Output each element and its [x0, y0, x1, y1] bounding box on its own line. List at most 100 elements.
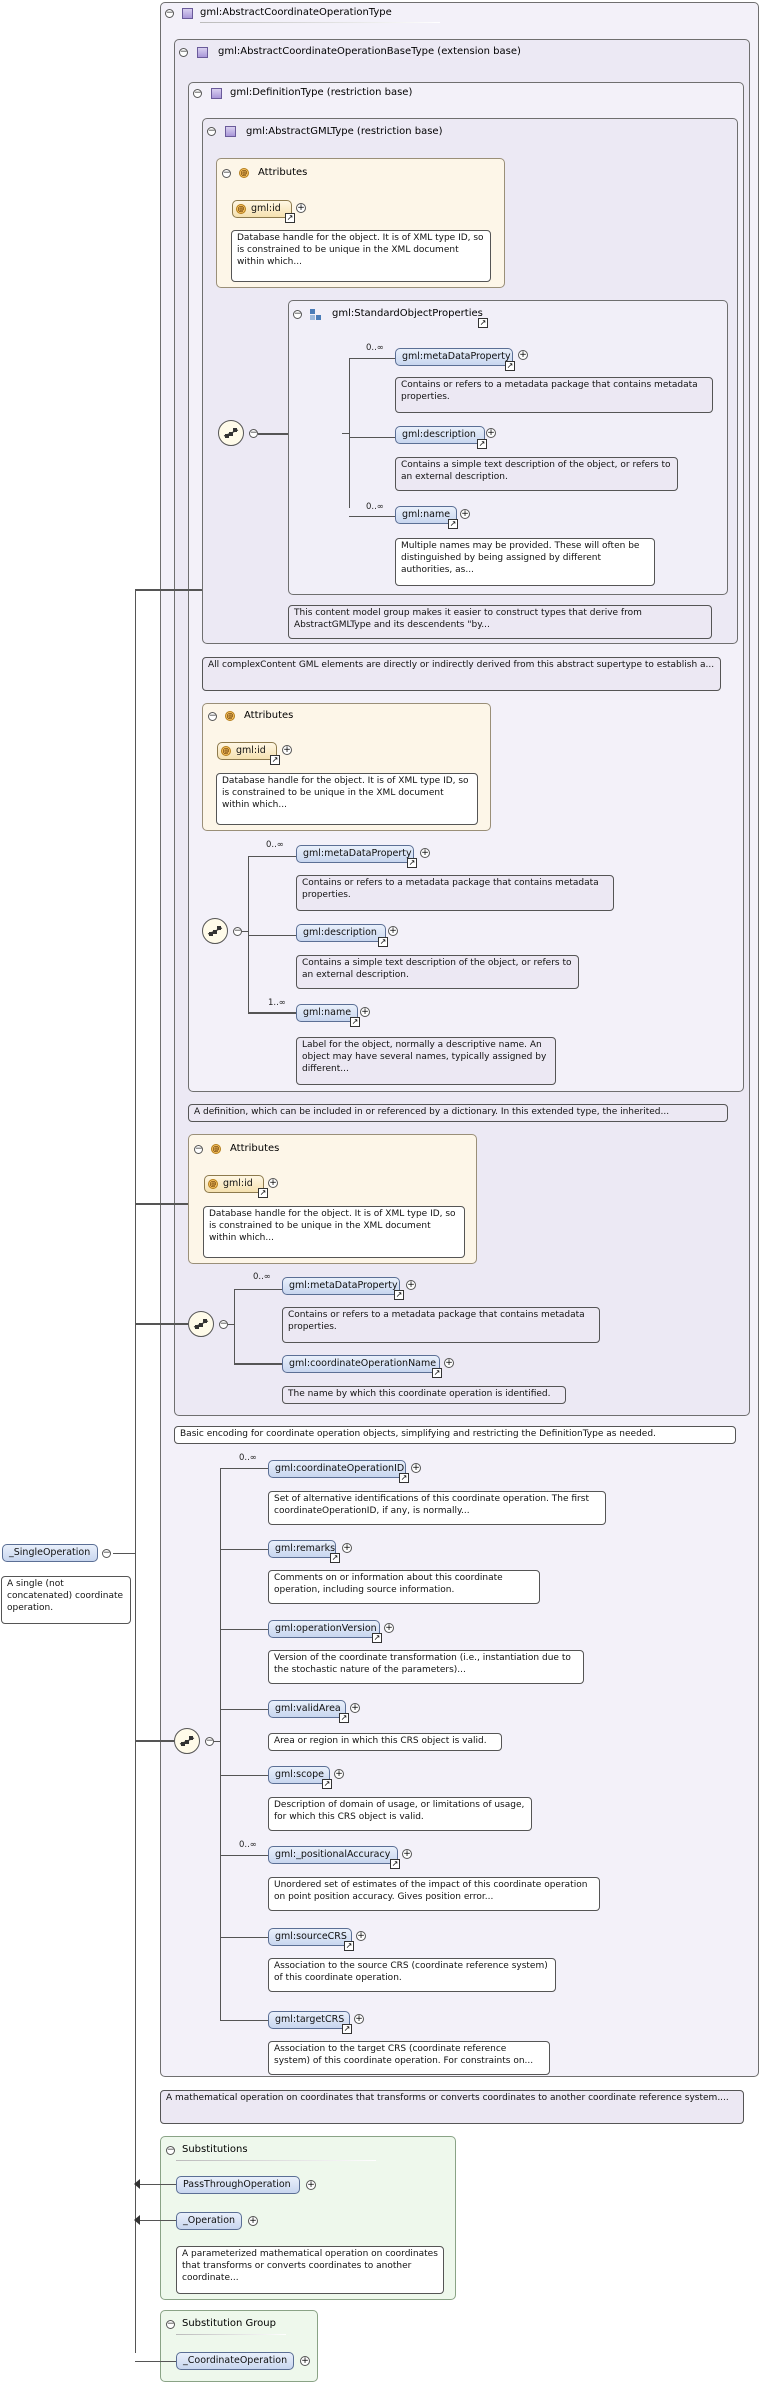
element-meta-data-property[interactable]: gml:metaDataProperty	[395, 348, 513, 366]
expand-plus-icon[interactable]: +	[334, 1769, 344, 1779]
element-valid-area[interactable]: gml:validArea	[268, 1700, 346, 1718]
meta-data-property-doc: Contains or refers to a metadata package…	[395, 377, 713, 413]
link-arrow-icon[interactable]: ↗	[285, 213, 295, 223]
gml-id-attribute[interactable]: @gml:id	[204, 1175, 264, 1193]
expand-plus-icon[interactable]: +	[306, 2180, 316, 2190]
connector	[342, 433, 349, 434]
element-coordinate-operation-id[interactable]: gml:coordinateOperationID	[268, 1460, 406, 1478]
collapse-toggle-icon[interactable]: −	[205, 1736, 214, 1746]
element-name[interactable]: gml:name	[395, 506, 457, 524]
connector	[220, 1468, 268, 1469]
arrow-left-icon	[134, 2179, 140, 2189]
element-meta-data-property[interactable]: gml:metaDataProperty	[282, 1277, 400, 1295]
expand-plus-icon[interactable]: +	[402, 1849, 412, 1859]
gml-id-attribute[interactable]: @gml:id	[232, 200, 292, 218]
element-coordinate-operation-name[interactable]: gml:coordinateOperationName	[282, 1355, 440, 1373]
expand-plus-icon[interactable]: +	[384, 1623, 394, 1633]
expand-plus-icon[interactable]: +	[282, 745, 292, 755]
element-meta-data-property[interactable]: gml:metaDataProperty	[296, 845, 414, 863]
link-arrow-icon[interactable]: ↗	[322, 1779, 332, 1789]
expand-plus-icon[interactable]: +	[518, 350, 528, 360]
collapse-toggle-icon[interactable]: −	[166, 2145, 175, 2155]
expand-plus-icon[interactable]: +	[406, 1280, 416, 1290]
collapse-toggle-icon[interactable]: −	[194, 1144, 203, 1154]
element-target-crs[interactable]: gml:targetCRS	[268, 2011, 350, 2029]
collapse-toggle-icon[interactable]: −	[193, 88, 202, 98]
expand-plus-icon[interactable]: +	[300, 2356, 310, 2366]
attribute-icon: @	[221, 746, 231, 756]
expand-plus-icon[interactable]: +	[342, 1543, 352, 1553]
link-arrow-icon[interactable]: ↗	[432, 1368, 442, 1378]
link-arrow-icon[interactable]: ↗	[270, 755, 280, 765]
expand-plus-icon[interactable]: +	[460, 509, 470, 519]
expand-plus-icon[interactable]: +	[444, 1358, 454, 1368]
collapse-toggle-icon[interactable]: −	[233, 926, 242, 936]
link-arrow-icon[interactable]: ↗	[505, 361, 515, 371]
collapse-toggle-icon[interactable]: −	[293, 309, 302, 319]
collapse-toggle-icon[interactable]: −	[222, 168, 231, 178]
element-source-crs[interactable]: gml:sourceCRS	[268, 1928, 352, 1946]
meta-data-property-doc: Contains or refers to a metadata package…	[282, 1307, 600, 1343]
complex-content-doc: All complexContent GML elements are dire…	[202, 657, 721, 691]
link-arrow-icon[interactable]: ↗	[378, 937, 388, 947]
link-arrow-icon[interactable]: ↗	[399, 1473, 409, 1483]
link-arrow-icon[interactable]: ↗	[478, 318, 488, 328]
link-arrow-icon[interactable]: ↗	[448, 519, 458, 529]
expand-plus-icon[interactable]: +	[486, 428, 496, 438]
link-arrow-icon[interactable]: ↗	[394, 1290, 404, 1300]
sequence-compositor-icon[interactable]	[188, 1311, 214, 1337]
link-arrow-icon[interactable]: ↗	[258, 1188, 268, 1198]
expand-plus-icon[interactable]: +	[388, 926, 398, 936]
collapse-toggle-icon[interactable]: −	[166, 2319, 175, 2329]
collapse-toggle-icon[interactable]: −	[207, 126, 216, 136]
collapse-toggle-icon[interactable]: −	[219, 1319, 228, 1329]
expand-plus-icon[interactable]: +	[248, 2216, 258, 2226]
expand-plus-icon[interactable]: +	[360, 1007, 370, 1017]
link-arrow-icon[interactable]: ↗	[390, 1859, 400, 1869]
gml-id-label: gml:id	[223, 1178, 253, 1189]
link-arrow-icon[interactable]: ↗	[330, 1553, 340, 1563]
element-operation[interactable]: _Operation	[176, 2212, 242, 2230]
connector	[220, 2020, 268, 2021]
collapse-toggle-icon[interactable]: −	[102, 1548, 111, 1558]
connector	[135, 1323, 188, 1325]
element-single-operation[interactable]: _SingleOperation	[2, 1544, 98, 1562]
expand-plus-icon[interactable]: +	[411, 1463, 421, 1473]
name-doc: Multiple names may be provided. These wi…	[395, 538, 655, 586]
expand-plus-icon[interactable]: +	[420, 848, 430, 858]
occurrence-label: 0..∞	[239, 1453, 257, 1463]
element-scope[interactable]: gml:scope	[268, 1766, 330, 1784]
link-arrow-icon[interactable]: ↗	[372, 1633, 382, 1643]
element-name[interactable]: gml:name	[296, 1004, 358, 1022]
link-arrow-icon[interactable]: ↗	[344, 1941, 354, 1951]
element-pass-through-operation[interactable]: PassThroughOperation	[176, 2176, 300, 2194]
expand-plus-icon[interactable]: +	[268, 1178, 278, 1188]
link-arrow-icon[interactable]: ↗	[339, 1713, 349, 1723]
sequence-compositor-icon[interactable]	[202, 918, 228, 944]
expand-plus-icon[interactable]: +	[296, 203, 306, 213]
element-description[interactable]: gml:description	[395, 426, 485, 444]
expand-plus-icon[interactable]: +	[350, 1703, 360, 1713]
link-arrow-icon[interactable]: ↗	[407, 858, 417, 868]
name-doc: Label for the object, normally a descrip…	[296, 1037, 556, 1085]
element-operation-version[interactable]: gml:operationVersion	[268, 1620, 380, 1638]
element-positional-accuracy[interactable]: gml:_positionalAccuracy	[268, 1846, 398, 1864]
collapse-toggle-icon[interactable]: −	[249, 428, 258, 438]
expand-plus-icon[interactable]: +	[354, 2014, 364, 2024]
collapse-toggle-icon[interactable]: −	[208, 711, 217, 721]
element-description[interactable]: gml:description	[296, 924, 386, 942]
expand-plus-icon[interactable]: +	[356, 1931, 366, 1941]
collapse-toggle-icon[interactable]: −	[165, 8, 174, 18]
connector	[349, 358, 395, 359]
link-arrow-icon[interactable]: ↗	[350, 1017, 360, 1027]
sequence-compositor-icon[interactable]	[174, 1728, 200, 1754]
collapse-toggle-icon[interactable]: −	[179, 47, 188, 57]
element-coordinate-operation[interactable]: _CoordinateOperation	[176, 2352, 294, 2370]
gml-id-attribute[interactable]: @gml:id	[217, 742, 277, 760]
sequence-compositor-icon[interactable]	[218, 420, 244, 446]
link-arrow-icon[interactable]: ↗	[342, 2024, 352, 2034]
content-model-doc: This content model group makes it easier…	[288, 605, 712, 639]
element-remarks[interactable]: gml:remarks	[268, 1540, 336, 1558]
link-arrow-icon[interactable]: ↗	[477, 439, 487, 449]
connector	[214, 1741, 220, 1742]
